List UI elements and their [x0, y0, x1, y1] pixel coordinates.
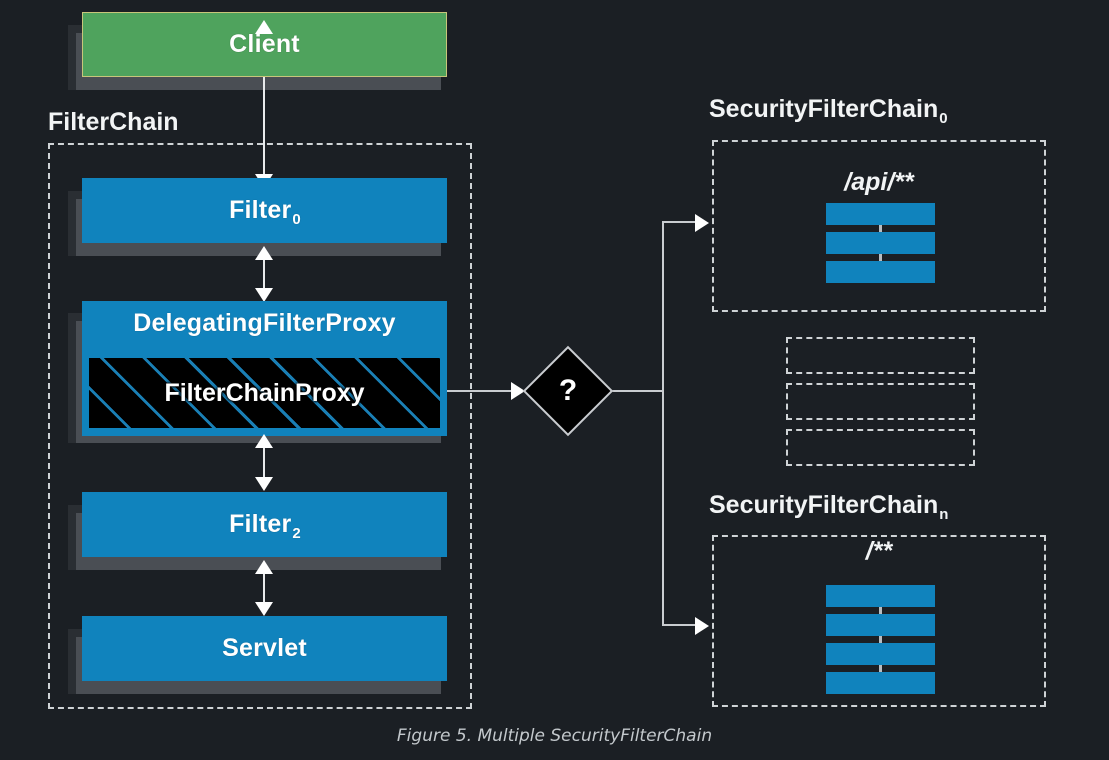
securityfilterchainN-bar-link	[879, 606, 882, 615]
omitted-chain-placeholder	[786, 337, 975, 374]
securityfilterchainN-bar-link	[879, 635, 882, 644]
filterchain-group	[48, 143, 472, 709]
filterchain-group-label: FilterChain	[48, 108, 179, 136]
node-filter2[interactable]: Filter2	[82, 492, 447, 557]
arrowhead-up-client	[255, 20, 273, 34]
connector-filter2-servlet	[263, 564, 265, 614]
node-servlet-label: Servlet	[222, 634, 307, 662]
arrowhead-down-filter2	[255, 477, 273, 491]
node-filter2-label: Filter2	[229, 510, 301, 542]
node-delegating-filter-proxy-label: DelegatingFilterProxy	[133, 308, 396, 337]
connector-filter0-dfp	[263, 250, 265, 300]
arrowhead-down-dfp	[255, 288, 273, 302]
securityfilterchain0-filter-bar[interactable]	[826, 261, 935, 283]
arrowhead-up-filter2	[255, 560, 273, 574]
node-filter0[interactable]: Filter0	[82, 178, 447, 243]
connector-decision-to-bus	[602, 390, 664, 392]
securityfilterchainN-title: SecurityFilterChainn	[709, 491, 949, 523]
securityfilterchain0-bar-link	[879, 224, 882, 233]
securityfilterchain0-pattern: /api/**	[844, 168, 914, 196]
securityfilterchain0-title: SecurityFilterChain0	[709, 95, 948, 127]
arrowhead-right-chain0	[695, 214, 709, 232]
figure-caption: Figure 5. Multiple SecurityFilterChain	[396, 726, 713, 746]
securityfilterchainN-filter-bar[interactable]	[826, 585, 935, 607]
node-client-label: Client	[229, 30, 300, 58]
connector-proxy-to-decision	[440, 390, 520, 392]
arrowhead-right-chainN	[695, 617, 709, 635]
arrowhead-right-decision	[511, 382, 525, 400]
securityfilterchainN-filter-bar[interactable]	[826, 614, 935, 636]
securityfilterchainN-filter-bar[interactable]	[826, 672, 935, 694]
connector-bus-to-chain0	[662, 221, 704, 223]
decision-diamond-label: ?	[558, 374, 578, 407]
arrowhead-down-servlet	[255, 602, 273, 616]
arrowhead-up-dfp	[255, 434, 273, 448]
securityfilterchain0-filter-bar[interactable]	[826, 232, 935, 254]
securityfilterchain0-group	[712, 140, 1046, 312]
connector-bus-to-chainN	[662, 624, 704, 626]
arrowhead-up-filter0	[255, 246, 273, 260]
connector-dfp-filter2	[263, 438, 265, 488]
node-client[interactable]: Client	[82, 12, 447, 77]
securityfilterchainN-pattern: /**	[865, 537, 893, 565]
node-filter2-subscript: 2	[292, 525, 301, 542]
connector-client-filter0	[263, 24, 265, 188]
node-filter-chain-proxy-label: FilterChainProxy	[164, 378, 365, 407]
securityfilterchain0-bar-link	[879, 253, 882, 262]
connector-bus-vertical	[662, 221, 664, 625]
omitted-chain-placeholder	[786, 383, 975, 420]
securityfilterchain0-filter-bar[interactable]	[826, 203, 935, 225]
node-filter0-label: Filter0	[229, 196, 301, 228]
node-filter-chain-proxy[interactable]: FilterChainProxy	[89, 358, 440, 428]
securityfilterchainN-filter-bar[interactable]	[826, 643, 935, 665]
securityfilterchainN-group	[712, 535, 1046, 707]
securityfilterchain0-title-subscript: 0	[939, 110, 948, 127]
securityfilterchainN-title-subscript: n	[939, 506, 949, 523]
securityfilterchainN-bar-link	[879, 664, 882, 673]
omitted-chain-placeholder	[786, 429, 975, 466]
node-filter0-subscript: 0	[292, 211, 301, 228]
node-servlet[interactable]: Servlet	[82, 616, 447, 681]
